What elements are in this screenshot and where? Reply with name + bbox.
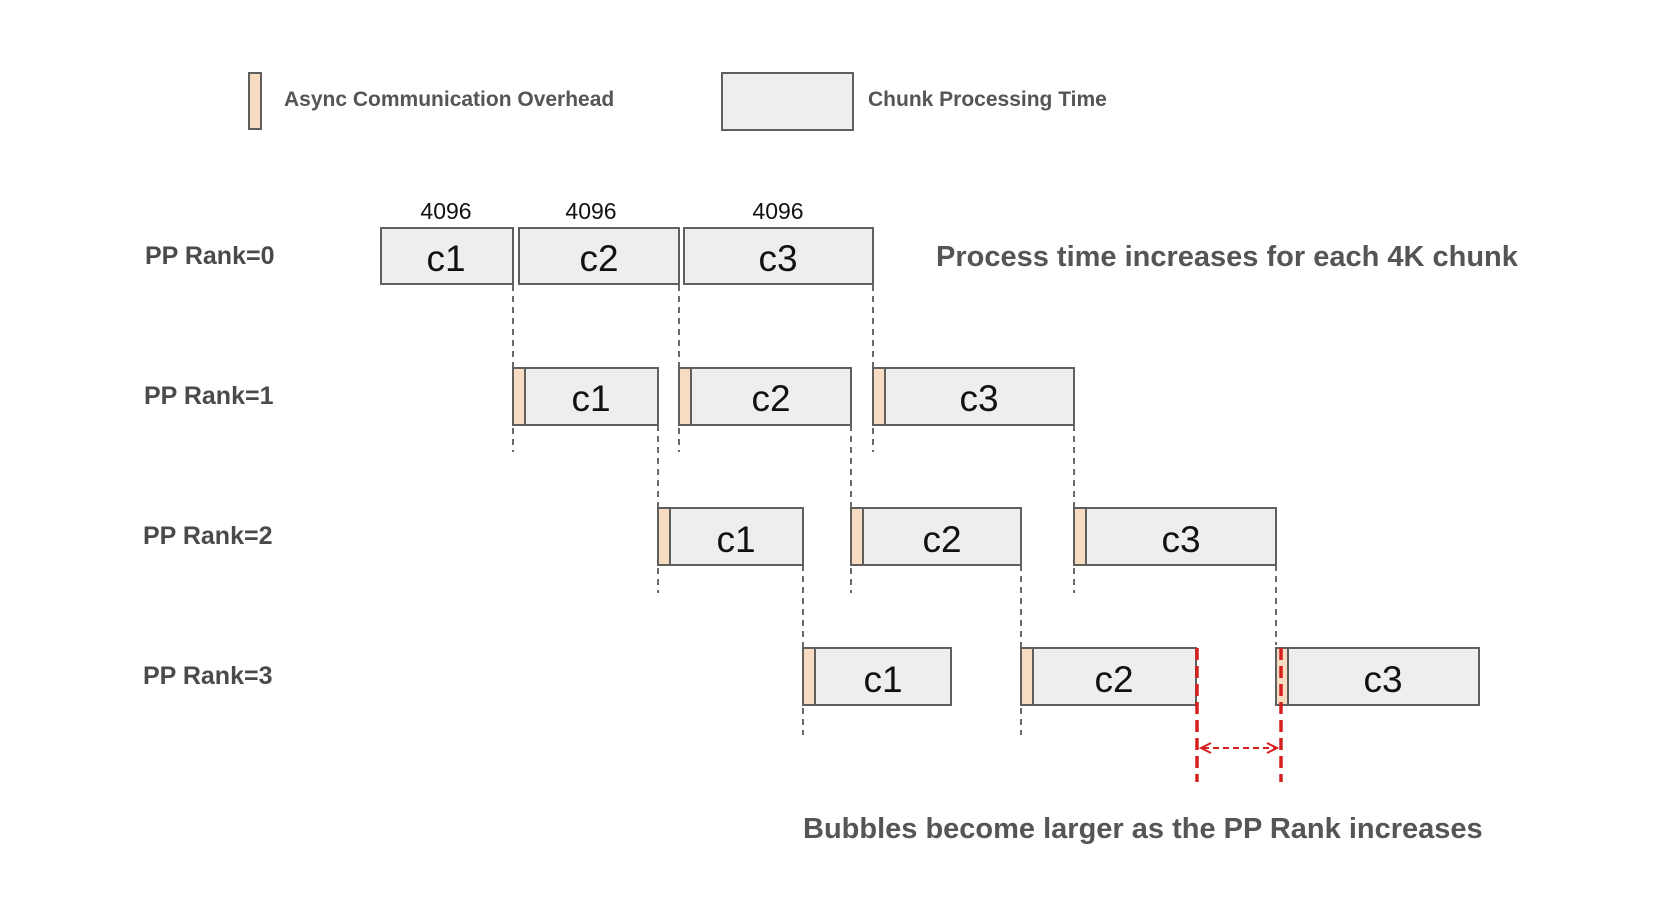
chunk-box	[690, 367, 852, 426]
chunk-size-label: 4096	[420, 198, 471, 224]
chunk-box	[862, 507, 1022, 566]
overhead-box	[802, 647, 816, 706]
chunk-box	[669, 507, 804, 566]
chunk-box	[524, 367, 659, 426]
rank-labels: PP Rank=0 PP Rank=1 PP Rank=2 PP Rank=3	[143, 242, 274, 690]
chunk-label: c3	[1363, 659, 1402, 700]
overhead-box	[678, 367, 692, 426]
chunk-label: c2	[751, 378, 790, 419]
bubble-arrow-right-head	[1266, 742, 1280, 754]
legend-chunk-swatch	[721, 72, 854, 131]
chunk-label: c2	[922, 519, 961, 560]
legend-chunk-label: Chunk Processing Time	[868, 88, 1107, 111]
rank-row-0: 4096 4096 4096 c1 c2 c3	[380, 198, 874, 285]
chunk-label: c1	[863, 659, 902, 700]
bubble-arrow-left-head	[1198, 742, 1212, 754]
overhead-box	[657, 507, 671, 566]
bubble-note: Bubbles become larger as the PP Rank inc…	[803, 813, 1483, 845]
chunk-label: c3	[758, 238, 797, 279]
bubble-marker	[1195, 648, 1283, 782]
chunk-label: c3	[959, 378, 998, 419]
chunk-box	[683, 227, 874, 285]
legend-overhead-label: Async Communication Overhead	[284, 88, 614, 111]
dependency-lines	[512, 285, 1277, 735]
chunk-box	[1085, 507, 1277, 566]
chunk-label: c1	[571, 378, 610, 419]
rank-row-2: c1 c2 c3	[657, 507, 1277, 566]
overhead-box	[872, 367, 886, 426]
chunk-box	[814, 647, 952, 706]
overhead-box	[1073, 507, 1087, 566]
legend: Async Communication Overhead Chunk Proce…	[248, 72, 1107, 131]
rank-label-1: PP Rank=1	[144, 382, 274, 410]
rank-label-0: PP Rank=0	[145, 242, 274, 270]
chunk-box	[380, 227, 514, 285]
chunk-label: c2	[579, 238, 618, 279]
overhead-box	[850, 507, 864, 566]
chunk-box	[518, 227, 680, 285]
chunk-label: c1	[716, 519, 755, 560]
chunk-size-label: 4096	[752, 198, 803, 224]
chunk-label: c2	[1094, 659, 1133, 700]
chunk-label: c1	[426, 238, 465, 279]
rank-label-2: PP Rank=2	[143, 522, 272, 550]
chunk-box	[1287, 647, 1480, 706]
rank-row-1: c1 c2 c3	[512, 367, 1075, 426]
chunk-size-label: 4096	[565, 198, 616, 224]
legend-overhead-swatch	[248, 72, 262, 130]
chunk-label: c3	[1161, 519, 1200, 560]
overhead-box	[512, 367, 526, 426]
rank-label-3: PP Rank=3	[143, 662, 272, 690]
chunk-box	[884, 367, 1075, 426]
rank-row-3: c1 c2 c3	[802, 647, 1480, 706]
overhead-box	[1020, 647, 1034, 706]
process-time-note: Process time increases for each 4K chunk	[936, 241, 1519, 273]
